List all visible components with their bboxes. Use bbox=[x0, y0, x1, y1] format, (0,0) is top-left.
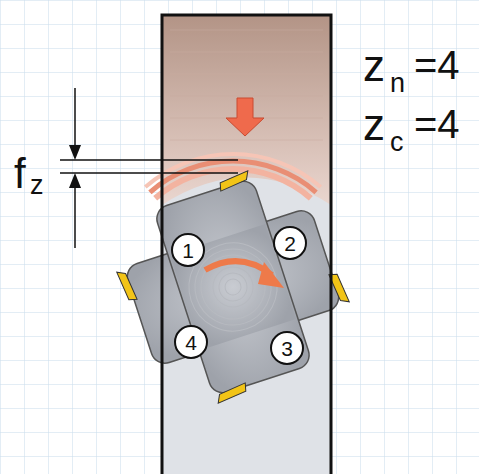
symbol-letter: z bbox=[363, 44, 385, 88]
value: =4 bbox=[414, 45, 460, 85]
callout-circle: 4 bbox=[174, 325, 208, 359]
dimension-arrowhead bbox=[69, 173, 81, 188]
callout-circle: 1 bbox=[171, 233, 205, 267]
symbol-letter: f bbox=[14, 153, 26, 195]
callout-number: 4 bbox=[185, 332, 197, 353]
callout-number: 3 bbox=[281, 338, 293, 359]
feed-dimension bbox=[60, 88, 238, 248]
subscript: z bbox=[30, 172, 44, 199]
callout-circle: 2 bbox=[273, 226, 307, 260]
callout-number: 2 bbox=[284, 233, 296, 254]
milling-cutter bbox=[99, 153, 366, 420]
subscript: n bbox=[390, 70, 405, 97]
rotation-arrow bbox=[258, 262, 284, 288]
symbol-letter: z bbox=[363, 103, 385, 147]
workpiece-outline bbox=[162, 15, 331, 474]
feed-arrow bbox=[226, 98, 264, 136]
dimension-arrowhead bbox=[69, 145, 81, 160]
subscript: c bbox=[390, 129, 404, 156]
callout-circle: 3 bbox=[270, 331, 304, 365]
callout-number: 1 bbox=[182, 240, 194, 261]
material-rings bbox=[170, 30, 323, 140]
slot-ground bbox=[162, 15, 331, 474]
value: =4 bbox=[414, 104, 460, 144]
